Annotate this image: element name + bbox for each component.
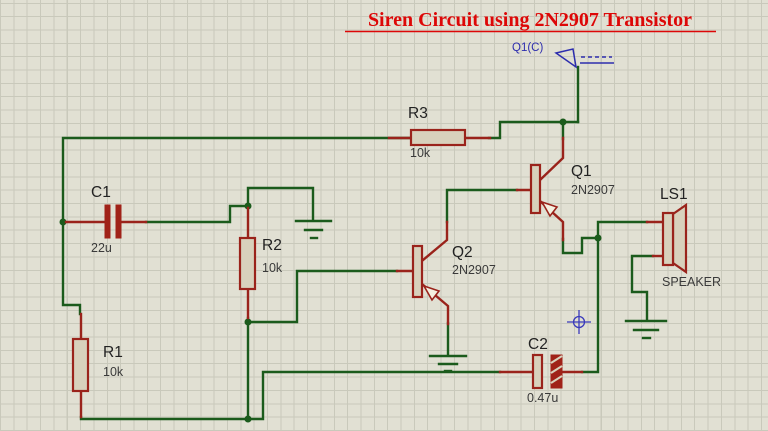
wire-r3-to-probe[interactable] [487,120,580,140]
component-transistor-q2[interactable]: Q2 2N2907 [395,220,496,326]
r3-ref-label: R3 [408,105,428,122]
c1-ref-label: C1 [91,184,111,201]
r2-body[interactable] [238,236,257,291]
junction-dot [244,415,252,423]
probe-label: Q1(C) [512,42,543,54]
probe-triangle-icon [554,48,578,69]
c1-plate-left[interactable] [104,204,111,239]
wire-top-rail-left[interactable] [61,136,411,316]
wire-r2-to-q2-base[interactable] [246,269,399,324]
q1-base-bar[interactable] [529,163,542,215]
ls1-cone[interactable] [671,202,688,275]
c2-hatch-line [550,365,563,374]
junction-dot [244,318,252,326]
r3-value-label: 10k [410,146,431,160]
junction-dot [244,202,252,210]
r2-ref-label: R2 [262,237,282,254]
component-resistor-r2[interactable]: R2 10k [238,206,283,320]
wire-r2-to-ground[interactable] [246,186,315,222]
ground-symbol-middle[interactable] [294,219,333,240]
origin-marker [567,310,591,334]
q1-emitter-arrow [540,200,559,218]
q2-emitter-arrow [422,284,441,302]
ls1-value-label: SPEAKER [662,275,721,289]
wire-q1-emitter-jog[interactable] [561,236,600,255]
q2-value-label: 2N2907 [452,263,496,277]
r1-ref-label: R1 [103,344,123,361]
ground-symbol-speaker[interactable] [624,319,668,340]
r2-value-label: 10k [262,261,283,275]
voltage-probe-q1c[interactable]: Q1(C) [512,42,614,69]
c1-plate-right[interactable] [115,204,122,239]
q2-pin-collector [421,220,449,262]
r1-body[interactable] [71,337,90,393]
c2-hatch-line [550,375,563,384]
c2-plate-positive[interactable] [531,353,544,390]
wire-to-speaker-top[interactable] [596,220,649,240]
component-transistor-q1[interactable]: Q1 2N2907 [515,136,615,242]
component-resistor-r3[interactable]: R3 10k [387,105,492,160]
q2-base-bar[interactable] [411,244,424,299]
q1-ref-label: Q1 [571,163,592,180]
ls1-driver[interactable] [661,211,675,267]
r3-body[interactable] [409,128,467,147]
junction-dots [59,118,602,423]
c2-plate-negative[interactable] [550,354,563,389]
ls1-ref-label: LS1 [660,186,688,203]
component-capacitor-c2[interactable]: C2 0.47u [498,336,584,405]
wires [61,65,655,421]
junction-dot [559,118,567,126]
q2-ref-label: Q2 [452,244,473,261]
c2-value-label: 0.47u [527,391,558,405]
q1-value-label: 2N2907 [571,183,615,197]
wire-q2-collector-to-q1-base[interactable] [445,188,519,224]
junction-dot [59,218,67,226]
c2-ref-label: C2 [528,336,548,353]
wire-speaker-to-ground[interactable] [630,254,655,322]
component-resistor-r1[interactable]: R1 10k [71,312,124,419]
q1-pin-collector [539,136,565,181]
title-banner: Siren Circuit using 2N2907 Transistor [345,9,716,33]
wire-c2-to-emitter[interactable] [580,236,600,374]
component-capacitor-c1[interactable]: C1 22u [64,184,148,255]
page-title: Siren Circuit using 2N2907 Transistor [368,9,692,31]
c2-hatch-line [550,355,563,364]
wire-bottom-rail[interactable] [79,370,502,421]
component-speaker-ls1[interactable]: LS1 SPEAKER [645,186,721,289]
ground-symbol-q2[interactable] [428,354,468,373]
r1-value-label: 10k [103,365,124,379]
c1-value-label: 22u [91,241,112,255]
junction-dot [594,234,602,242]
wire-c1-to-r2[interactable] [144,204,250,224]
